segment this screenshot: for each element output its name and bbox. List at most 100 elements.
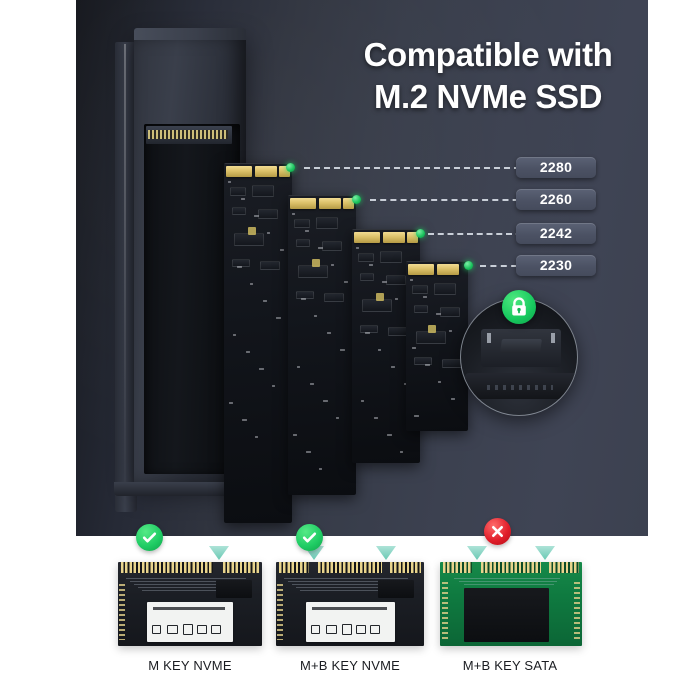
pcb-controller-chip <box>378 580 414 598</box>
ssd-smd-part <box>237 266 242 268</box>
ssd-smd-part <box>319 468 322 470</box>
leader-line-2280 <box>304 167 590 169</box>
pcb-trace <box>142 590 238 591</box>
pcb-trace <box>126 578 246 579</box>
ssd-size-marker-dot <box>352 195 361 204</box>
pcb-trace <box>454 578 560 579</box>
ssd-gold-contact <box>437 264 459 275</box>
ssd-gold-contact <box>343 198 354 209</box>
ssd-component <box>360 325 378 333</box>
check-icon <box>136 524 163 551</box>
product-caption: M+B KEY NVME <box>299 658 401 673</box>
ssd-smd-part <box>361 400 364 402</box>
ssd-smd-part <box>395 298 398 300</box>
pcb-trace <box>288 581 406 582</box>
ssd-solder-pad <box>428 325 436 333</box>
ssd-smd-part <box>254 215 259 217</box>
page-title: Compatible with M.2 NVMe SSD <box>328 34 648 118</box>
ssd-component <box>296 239 310 247</box>
ssd-component <box>380 251 402 263</box>
ssd-smd-part <box>423 296 427 298</box>
ssd-smd-part <box>305 230 309 232</box>
inset-vent-slots <box>487 385 553 390</box>
certification-label <box>306 602 395 642</box>
ssd-smd-part <box>259 368 264 370</box>
ssd-smd-part <box>310 383 314 385</box>
ssd-gold-contact <box>383 232 405 243</box>
ssd-smd-part <box>336 417 339 419</box>
pcb-gold-pins <box>279 562 309 573</box>
leader-line-2242 <box>428 233 590 235</box>
ssd-solder-pad <box>312 259 320 267</box>
inset-mark-right <box>551 333 555 343</box>
ssd-gold-contact <box>255 166 277 177</box>
ssd-solder-pad <box>376 293 384 301</box>
ssd-smd-part <box>233 334 236 336</box>
ssd-smd-part <box>391 366 395 368</box>
product-m-key-nvme: M KEY NVME <box>90 524 290 700</box>
check-icon <box>296 524 323 551</box>
ssd-smd-part <box>340 349 345 351</box>
pcb-gold-pins <box>481 562 541 573</box>
ssd-component <box>386 275 406 285</box>
ssd-component <box>296 291 314 299</box>
ssd-smd-part <box>242 419 247 421</box>
ssd-smd-part <box>272 385 275 387</box>
ssd-smd-part <box>292 213 295 215</box>
ssd-smd-part <box>425 364 430 366</box>
pcb-gold-pins <box>390 562 421 573</box>
pcb-trace <box>138 587 240 588</box>
ssd-smd-part <box>228 181 231 183</box>
ssd-component <box>316 217 338 229</box>
ssd-smd-part <box>382 281 387 283</box>
lock-icon <box>502 290 536 324</box>
ssd-smd-part <box>327 332 331 334</box>
ssd-smd-part <box>344 281 348 283</box>
ssd-component <box>442 359 462 368</box>
ssd-component <box>440 307 460 317</box>
ssd-pcb <box>276 562 424 646</box>
label-cert-mark <box>211 625 221 634</box>
pcb-nand-package <box>464 588 549 642</box>
ssd-smd-part <box>387 434 392 436</box>
ssd-smd-part <box>263 300 267 302</box>
pcb-trace <box>464 584 554 585</box>
certification-label <box>147 602 233 642</box>
ssd-component <box>360 273 374 281</box>
ssd-smd-part <box>410 279 413 281</box>
ssd-smd-part <box>276 317 281 319</box>
ssd-smd-part <box>414 415 419 417</box>
product-caption: M KEY NVME <box>148 658 232 673</box>
ssd-smd-part <box>356 247 359 249</box>
pcb-gold-pins <box>318 562 382 573</box>
label-cert-mark <box>197 625 207 634</box>
ssd-smd-part <box>436 313 441 315</box>
title-line-2: M.2 NVMe SSD <box>373 78 603 115</box>
ssd-component <box>434 283 456 295</box>
ssd-size-marker-dot <box>286 163 295 172</box>
ssd-card-2260 <box>288 195 356 495</box>
ssd-component <box>358 253 374 262</box>
enclosure-highlight <box>124 44 126 506</box>
ssd-smd-part <box>449 330 452 332</box>
pcb-gold-pins <box>549 562 579 573</box>
ssd-gold-contact <box>408 264 434 275</box>
ssd-solder-pad <box>248 227 256 235</box>
ssd-pcb <box>118 562 262 646</box>
label-cert-mark <box>356 625 366 634</box>
ssd-smd-part <box>267 232 270 234</box>
ssd-component <box>414 357 432 365</box>
ssd-smd-part <box>451 398 455 400</box>
ssd-component <box>388 327 408 336</box>
pcb-edge-pads <box>442 582 448 640</box>
ssd-smd-part <box>365 332 370 334</box>
ssd-smd-part <box>374 417 378 419</box>
size-badge-2260: 2260 <box>516 189 596 210</box>
ssd-smd-part <box>438 381 441 383</box>
ssd-smd-part <box>229 402 233 404</box>
ssd-gold-contact <box>407 232 418 243</box>
ssd-smd-part <box>297 366 300 368</box>
enclosure-slot-pins <box>148 130 228 139</box>
